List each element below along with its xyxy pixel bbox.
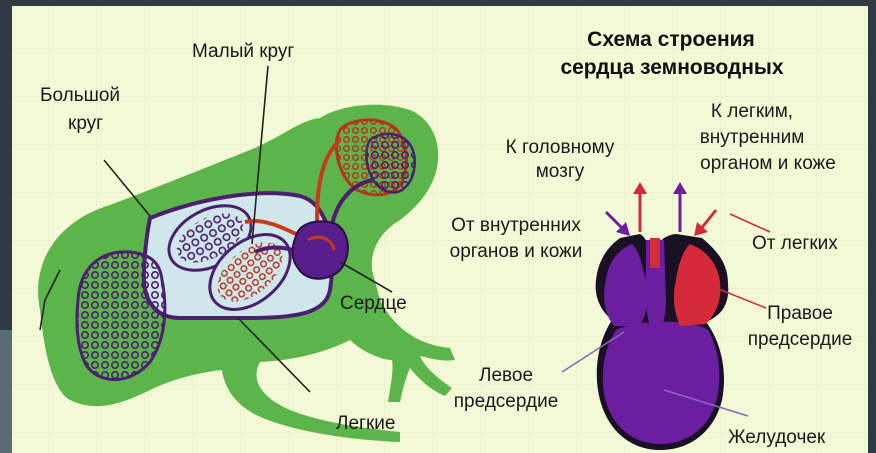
label-from-organs-2: органов и кожи [436, 240, 596, 264]
label-small-circle: Малый круг [192, 40, 294, 64]
frog-heart [293, 221, 348, 278]
label-lungs: Легкие [336, 412, 395, 436]
heart-ventricle [603, 322, 719, 444]
label-to-brain-2: мозгу [492, 160, 628, 184]
diagram-title-line2: сердца земноводных [534, 54, 810, 82]
label-to-brain-1: К головному [492, 136, 628, 160]
label-from-organs-1: От внутренних [436, 214, 596, 238]
label-to-lungs-2: внутренним [686, 126, 818, 150]
heart-trunk-red [650, 238, 660, 268]
diagram-title-line1: Схема строения [566, 26, 776, 54]
label-to-lungs-3: органом и коже [676, 152, 860, 176]
label-to-lungs-1: К легким, [686, 100, 818, 124]
label-heart: Сердце [340, 292, 407, 316]
label-left-atrium-2: предсердие [440, 390, 572, 414]
label-right-atrium-1: Правое [750, 302, 850, 326]
label-from-lungs: От легких [752, 232, 838, 256]
label-left-atrium-1: Левое [466, 364, 546, 388]
label-ventricle: Желудочек [728, 426, 825, 450]
body-capillaries [77, 252, 165, 380]
label-big-circle-2: круг [68, 112, 103, 136]
label-right-atrium-2: предсердие [738, 328, 862, 352]
label-big-circle-1: Большой [40, 84, 120, 108]
